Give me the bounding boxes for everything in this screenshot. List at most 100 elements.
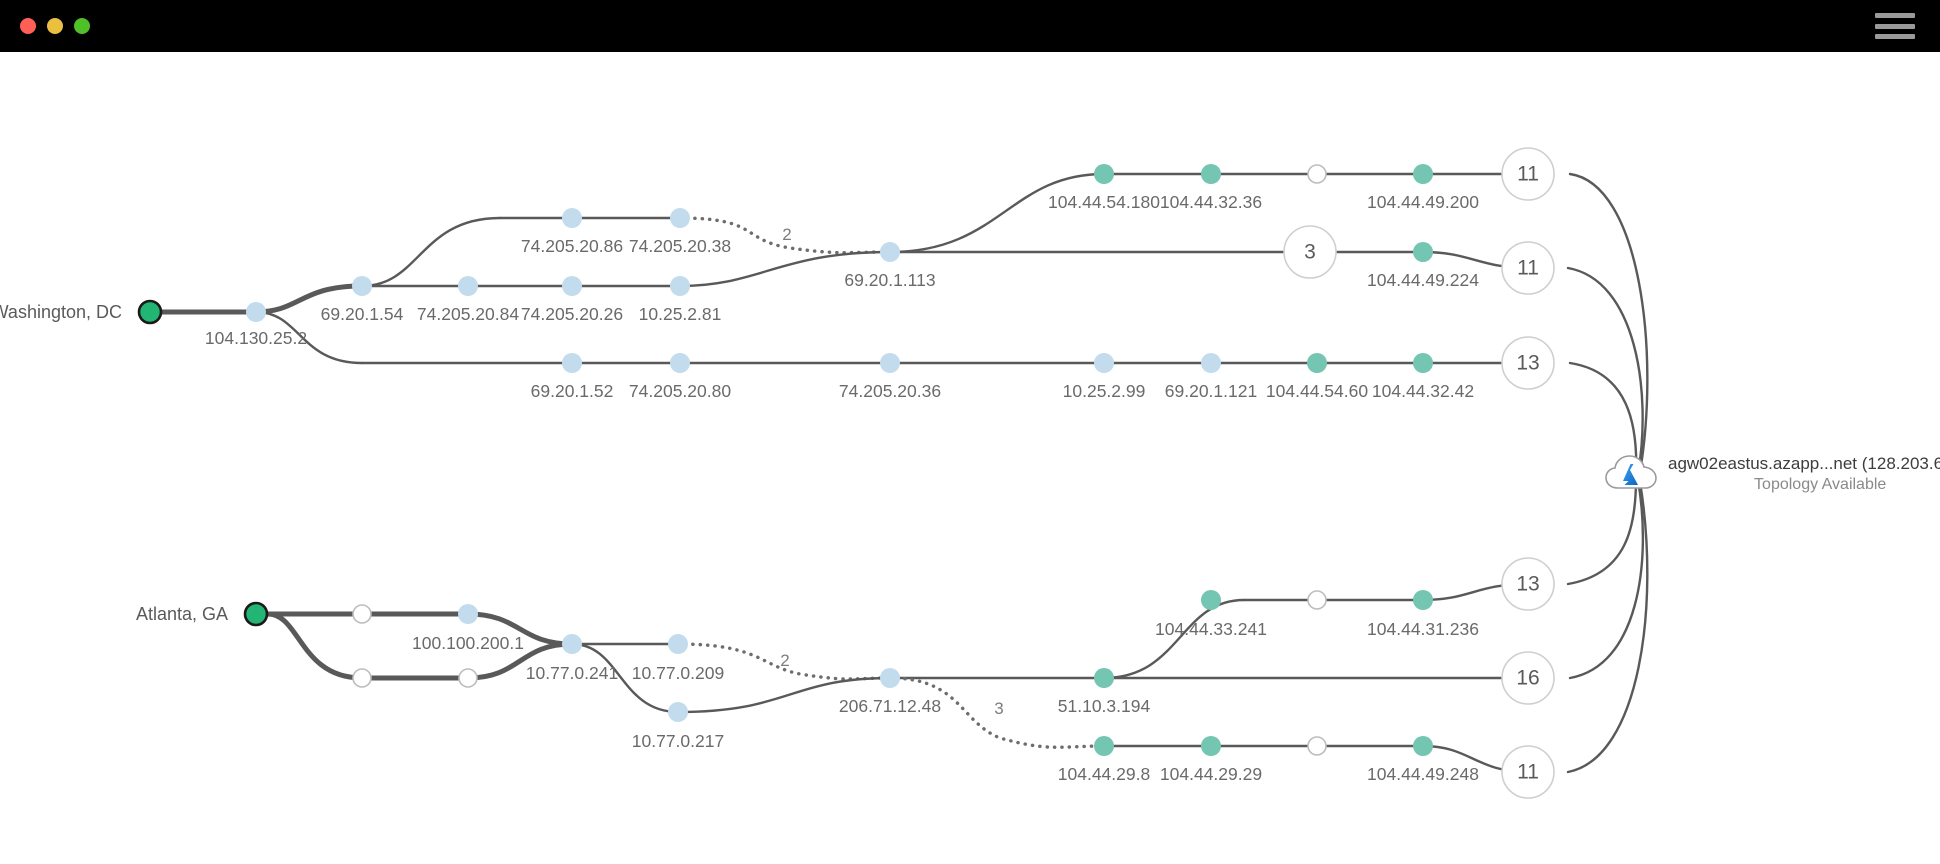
hop-label-dc-azure-3: 104.44.49.200 [1367, 192, 1479, 212]
hop-node-atl-blue[interactable] [458, 604, 478, 624]
hop-node-dc-bottom-2[interactable] [670, 353, 690, 373]
hop-label-dc-azure-mid: 104.44.49.224 [1367, 270, 1479, 290]
hop-node-dc-top-1[interactable] [562, 208, 582, 228]
hamburger-bar-2 [1875, 23, 1915, 29]
hop-node-dc-bottom-7[interactable] [1413, 353, 1433, 373]
destination-status: Topology Available [1754, 475, 1887, 493]
maximize-window-button[interactable] [74, 18, 90, 34]
hop-count-bubble-dc-bottom[interactable]: 13 [1501, 336, 1555, 390]
hop-label-atl-azure-bot-2: 104.44.29.29 [1160, 764, 1262, 784]
hop-node-dc-azure-2[interactable] [1201, 164, 1221, 184]
destination-hostname: agw02eastus.azapp...net (128.203.64.7) [1668, 454, 1940, 474]
hop-node-dc-bottom-1[interactable] [562, 353, 582, 373]
network-path-graph: 11 3 11 13 13 16 [0, 147, 1649, 799]
close-window-button[interactable] [20, 18, 36, 34]
hop-label-atl-merge: 206.71.12.48 [839, 696, 941, 716]
hop-node-atl-azure-bot-hidden[interactable] [1307, 736, 1327, 756]
edge-atl-lower-merge [676, 676, 892, 714]
hop-count-bubble-atl-mid[interactable]: 16 [1501, 651, 1555, 705]
hop-node-atl-azure-bot-2[interactable] [1201, 736, 1221, 756]
hop-node-dc-bottom-6[interactable] [1307, 353, 1327, 373]
hop-node-dc-azure-3[interactable] [1413, 164, 1433, 184]
hop-label-dc-bottom-3: 74.205.20.36 [839, 381, 941, 401]
edge-dc-entry-bottom [254, 310, 364, 365]
hop-count-value: 11 [1517, 761, 1539, 784]
hop-label-atl-blue: 100.100.200.1 [412, 633, 524, 653]
hop-node-dc-azure-hidden[interactable] [1307, 164, 1327, 184]
hop-label-atl-azure-bot-3: 104.44.49.248 [1367, 764, 1479, 784]
hop-count-value: 16 [1516, 667, 1539, 690]
topology-canvas[interactable]: 11 3 11 13 13 16 [0, 52, 1940, 864]
hop-node-atl-azure-top-1[interactable] [1201, 590, 1221, 610]
hop-count-bubble-atl-bottom[interactable]: 11 [1501, 745, 1555, 799]
edge-atl-source-lower [265, 611, 365, 681]
edge-converge-atl-bottom [1566, 480, 1649, 774]
hop-label-atl-lower: 10.77.0.217 [632, 731, 724, 751]
source-node-atlanta[interactable] [243, 601, 269, 627]
hop-node-dc-bottom-3[interactable] [880, 353, 900, 373]
hop-node-atl-lower-hidden-2[interactable] [458, 668, 478, 688]
hop-label-atl-fork: 10.77.0.241 [526, 663, 618, 683]
hop-label-dc-bottom-4: 10.25.2.99 [1063, 381, 1146, 401]
hop-label-dc-azure-1: 104.44.54.180 [1048, 192, 1160, 212]
hop-label-dc-mid-2: 74.205.20.26 [521, 304, 623, 324]
edge-converge-atl-mid [1568, 478, 1645, 680]
hop-label-atl-core: 51.10.3.194 [1058, 696, 1151, 716]
hop-node-dc-merge[interactable] [880, 242, 900, 262]
hop-label-dc-bottom-1: 69.20.1.52 [531, 381, 614, 401]
hop-count-value: 13 [1516, 573, 1539, 596]
hop-node-atl-lower[interactable] [668, 702, 688, 722]
edge-converge-atl-top [1566, 477, 1638, 586]
edge-converge-dc-top [1568, 172, 1649, 474]
window-traffic-lights [20, 18, 90, 34]
hop-node-atl-azure-top-2[interactable] [1413, 590, 1433, 610]
hop-node-dc-azure-mid[interactable] [1413, 242, 1433, 262]
hop-count-bubble-dc-top[interactable]: 11 [1501, 147, 1555, 201]
hop-label-atl-azure-bot-1: 104.44.29.8 [1058, 764, 1150, 784]
hop-count-bubble-atl-top[interactable]: 13 [1501, 557, 1555, 611]
edge-atl-azure-top-row [1242, 582, 1530, 602]
hop-node-atl-merge[interactable] [880, 668, 900, 688]
hop-node-dc-mid-2[interactable] [562, 276, 582, 296]
hop-node-atl-upper[interactable] [668, 634, 688, 654]
hop-node-atl-lower-hidden-1[interactable] [352, 668, 372, 688]
hop-label-dc-fork: 69.20.1.54 [321, 304, 404, 324]
hop-node-dc-fork[interactable] [352, 276, 372, 296]
hop-node-dc-mid-1[interactable] [458, 276, 478, 296]
hop-node-atl-azure-bot-1[interactable] [1094, 736, 1114, 756]
edge-dc-merge-azuretop [888, 172, 1106, 254]
hop-node-atl-azure-bot-3[interactable] [1413, 736, 1433, 756]
edge-atl-fork-lower [570, 642, 680, 714]
azure-cloud-icon [1604, 452, 1658, 496]
site-label-atlanta: Atlanta, GA [136, 604, 228, 624]
hop-label-dc-top-1: 74.205.20.86 [521, 236, 623, 256]
hop-label-dc-mid-1: 74.205.20.84 [417, 304, 519, 324]
hop-label-dc-azure-2: 104.44.32.36 [1160, 192, 1262, 212]
hop-node-dc-mid-3[interactable] [670, 276, 690, 296]
minimize-window-button[interactable] [47, 18, 63, 34]
hop-label-dc-bottom-6: 104.44.54.60 [1266, 381, 1368, 401]
edge-dc-mid-merge [678, 250, 892, 288]
hop-label-dc-bottom-7: 104.44.32.42 [1372, 381, 1474, 401]
title-bar [0, 0, 1940, 52]
hop-node-dc-entry[interactable] [246, 302, 266, 322]
destination-node[interactable]: agw02eastus.azapp...net (128.203.64.7) T… [1604, 452, 1940, 496]
hop-node-dc-azure-1[interactable] [1094, 164, 1114, 184]
hop-node-dc-bottom-5[interactable] [1201, 353, 1221, 373]
hop-node-atl-fork[interactable] [562, 634, 582, 654]
source-node-washington[interactable] [137, 299, 163, 325]
hop-node-dc-top-2[interactable] [670, 208, 690, 228]
hop-count-bubble-dc-mid3[interactable]: 3 [1283, 225, 1337, 279]
hop-node-atl-azure-top-hidden[interactable] [1307, 590, 1327, 610]
hop-label-dc-bottom-5: 69.20.1.121 [1165, 381, 1257, 401]
hop-node-dc-bottom-4[interactable] [1094, 353, 1114, 373]
hop-count-value: 3 [1304, 241, 1316, 264]
edge-count-atl-dotted-2: 2 [780, 651, 789, 670]
hop-label-dc-entry: 104.130.25.2 [205, 328, 307, 348]
hop-count-bubble-dc-mid11[interactable]: 11 [1501, 241, 1555, 295]
hop-node-atl-upper-hidden-1[interactable] [352, 604, 372, 624]
hamburger-menu-icon[interactable] [1875, 13, 1915, 39]
site-label-washington: Washington, DC [0, 302, 122, 322]
hop-node-atl-core[interactable] [1094, 668, 1114, 688]
